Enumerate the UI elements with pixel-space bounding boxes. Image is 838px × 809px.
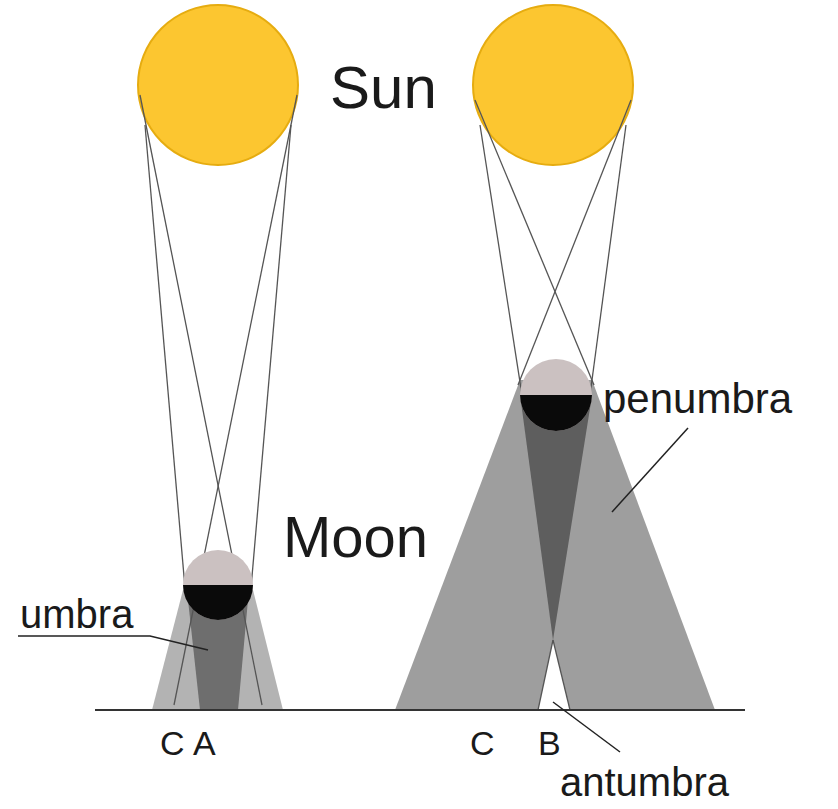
moon-dark-side — [520, 395, 592, 431]
point-label: B — [538, 726, 561, 760]
ground-line — [95, 709, 745, 711]
moon-disc — [183, 550, 253, 620]
moon-dark-side — [183, 585, 253, 620]
region-label: antumbra — [560, 762, 729, 802]
point-label: C — [470, 726, 495, 760]
point-label: C — [160, 726, 185, 760]
antumbra-region — [538, 640, 570, 710]
sun-disc — [473, 5, 633, 165]
leader-line — [553, 702, 620, 752]
body-label: Moon — [283, 508, 428, 566]
umbra-region — [521, 402, 591, 640]
sun-disc — [138, 5, 298, 165]
moon-disc — [520, 359, 592, 431]
region-label: umbra — [20, 594, 133, 634]
body-label: Sun — [330, 58, 437, 118]
light-rays — [140, 95, 297, 705]
region-label: penumbra — [603, 378, 792, 420]
penumbra-region — [395, 380, 715, 710]
point-label: A — [193, 726, 216, 760]
leader-line — [18, 636, 208, 650]
leader-line — [612, 428, 688, 512]
